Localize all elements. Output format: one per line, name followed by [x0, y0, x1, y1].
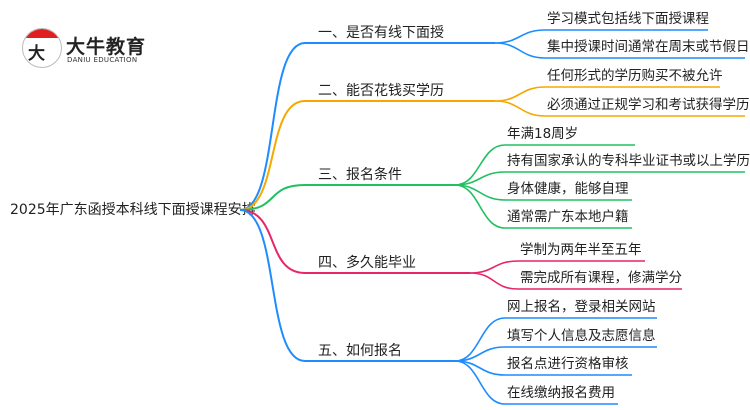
logo-subtitle: DANIU EDUCATION [67, 56, 138, 64]
child-connector [454, 317, 657, 362]
child-connector [454, 360, 618, 405]
child-connector [454, 346, 657, 362]
child-node[interactable]: 填写个人信息及志愿信息 [507, 327, 656, 344]
child-node[interactable]: 通常需广东本地户籍 [507, 208, 629, 225]
branch-connector [239, 209, 470, 274]
child-connector [454, 171, 745, 186]
child-node[interactable]: 在线缴纳报名费用 [507, 385, 615, 401]
child-node[interactable]: 身体健康，能够自理 [507, 180, 629, 197]
child-connector [494, 42, 745, 59]
branch-label[interactable]: 五、如何报名 [318, 343, 402, 359]
child-node[interactable]: 网上报名，登录相关网站 [507, 299, 656, 315]
logo-icon: 大牛 [22, 28, 62, 68]
root-node: 2025年广东函授本科线下面授课程安排 [10, 202, 256, 218]
branch-label[interactable]: 三、报名条件 [318, 166, 402, 183]
child-node[interactable]: 持有国家承认的专科毕业证书或以上学历 [507, 152, 750, 169]
branch-label[interactable]: 二、能否花钱买学历 [318, 83, 444, 99]
child-node[interactable]: 需完成所有课程，修满学分 [520, 270, 682, 286]
child-node[interactable]: 集中授课时间通常在周末或节假日 [547, 39, 750, 55]
child-node[interactable]: 学习模式包括线下面授课程 [547, 11, 709, 27]
child-connector [454, 184, 632, 201]
branch-connector [239, 209, 455, 362]
logo-name: 大牛教育 [66, 36, 147, 58]
child-connector [469, 260, 645, 274]
child-connector [454, 184, 632, 229]
branch-connector [239, 184, 455, 211]
branch-connector [239, 42, 495, 211]
logo: 大牛 大牛教育 DANIU EDUCATION [22, 28, 172, 70]
child-connector [494, 86, 720, 102]
child-node[interactable]: 必须通过正规学习和考试获得学历 [547, 96, 750, 113]
branch-label[interactable]: 一、是否有线下面授 [318, 25, 444, 41]
branch-label[interactable]: 四、多久能毕业 [318, 254, 416, 271]
child-node[interactable]: 报名点进行资格审核 [507, 356, 629, 372]
child-connector [494, 100, 745, 117]
child-node[interactable]: 任何形式的学历购买不被允许 [547, 68, 723, 84]
child-node[interactable]: 年满18周岁 [507, 126, 578, 142]
child-node[interactable]: 学制为两年半至五年 [520, 242, 642, 258]
child-connector [494, 29, 708, 44]
child-connector [454, 144, 635, 186]
branch-connector [239, 100, 495, 211]
child-connector [469, 272, 682, 290]
